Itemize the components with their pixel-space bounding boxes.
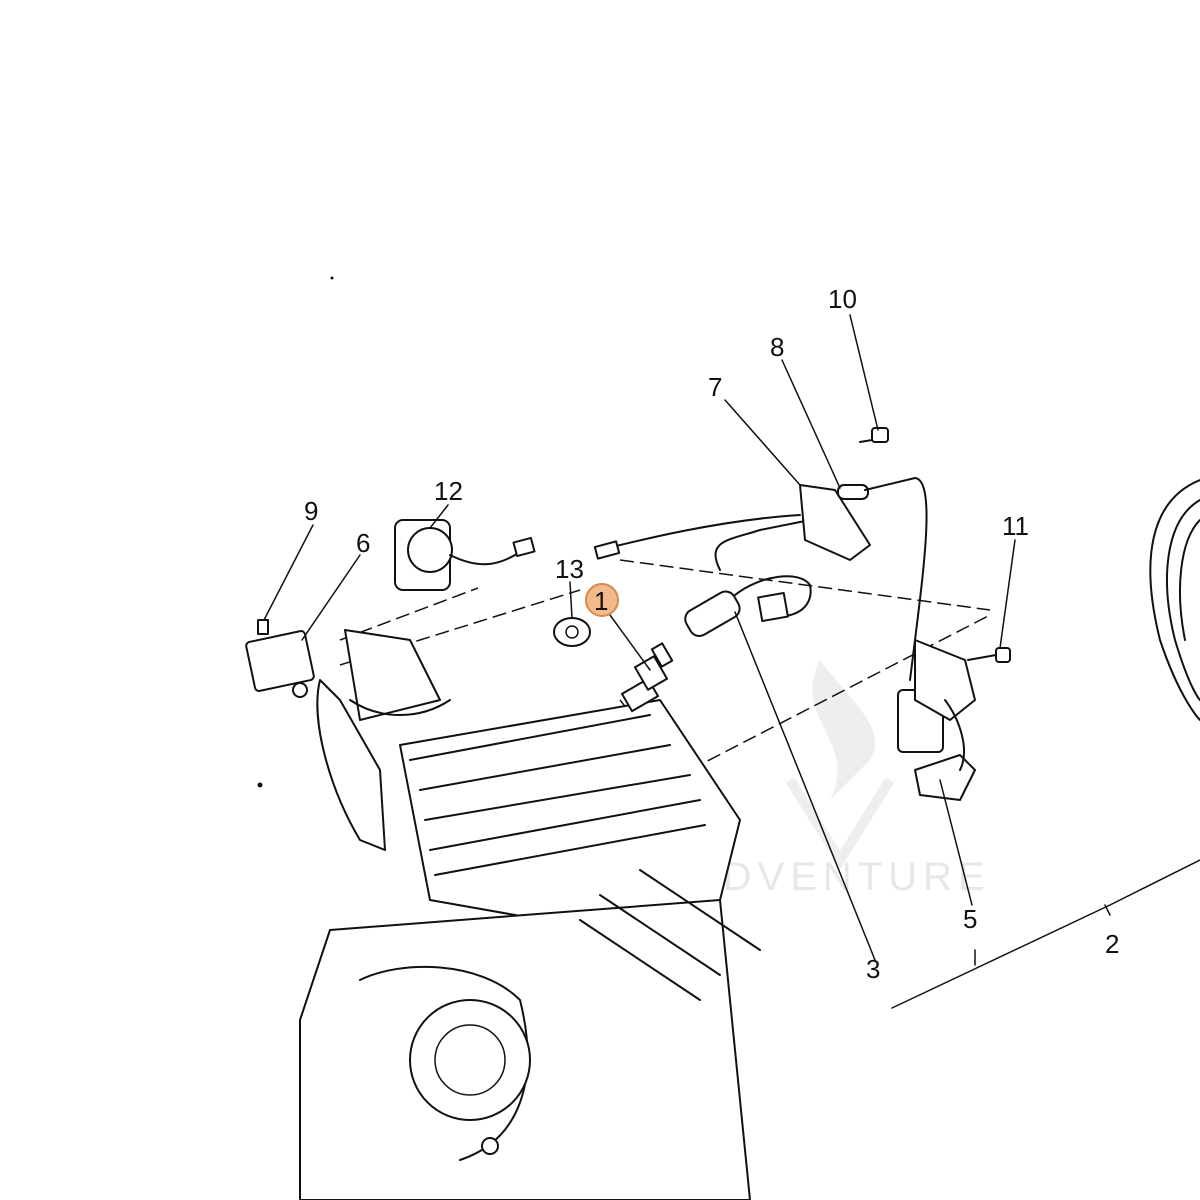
cable-bundle xyxy=(1149,479,1200,721)
scan-dot xyxy=(330,276,334,280)
callout-labels: 1 2 3 5 6 7 8 9 10 11 12 13 xyxy=(304,284,1119,984)
callout-6: 6 xyxy=(356,528,370,558)
callout-2: 2 xyxy=(1105,929,1119,959)
ignition-coil-part xyxy=(897,639,976,801)
nut-part xyxy=(553,617,591,647)
highlight-marker xyxy=(585,583,619,617)
callout-5: 5 xyxy=(963,904,977,934)
charge-coil-part xyxy=(394,519,536,591)
callout-7: 7 xyxy=(708,372,722,402)
spark-plug-part xyxy=(621,642,674,713)
callout-3: 3 xyxy=(866,954,880,984)
callout-9: 9 xyxy=(304,496,318,526)
ignition-cover-bracket xyxy=(316,629,451,851)
bolt-part xyxy=(859,427,889,443)
watermark-text: ADVENTURE xyxy=(690,855,991,899)
callout-10: 10 xyxy=(828,284,857,314)
coil-bracket-part xyxy=(799,477,928,681)
engine-block xyxy=(299,699,761,1200)
leader-lines xyxy=(263,314,1200,1009)
cdi-unit-part xyxy=(245,619,315,698)
plug-cap-and-cable xyxy=(593,514,821,637)
callout-1: 1 xyxy=(594,586,608,616)
callout-11: 11 xyxy=(1002,511,1029,541)
callout-8: 8 xyxy=(770,332,784,362)
bolt-part-11 xyxy=(967,647,1011,663)
callout-13: 13 xyxy=(555,554,584,584)
callout-12: 12 xyxy=(434,476,463,506)
scan-dot xyxy=(257,782,263,788)
watermark: ADVENTURE xyxy=(690,660,991,899)
